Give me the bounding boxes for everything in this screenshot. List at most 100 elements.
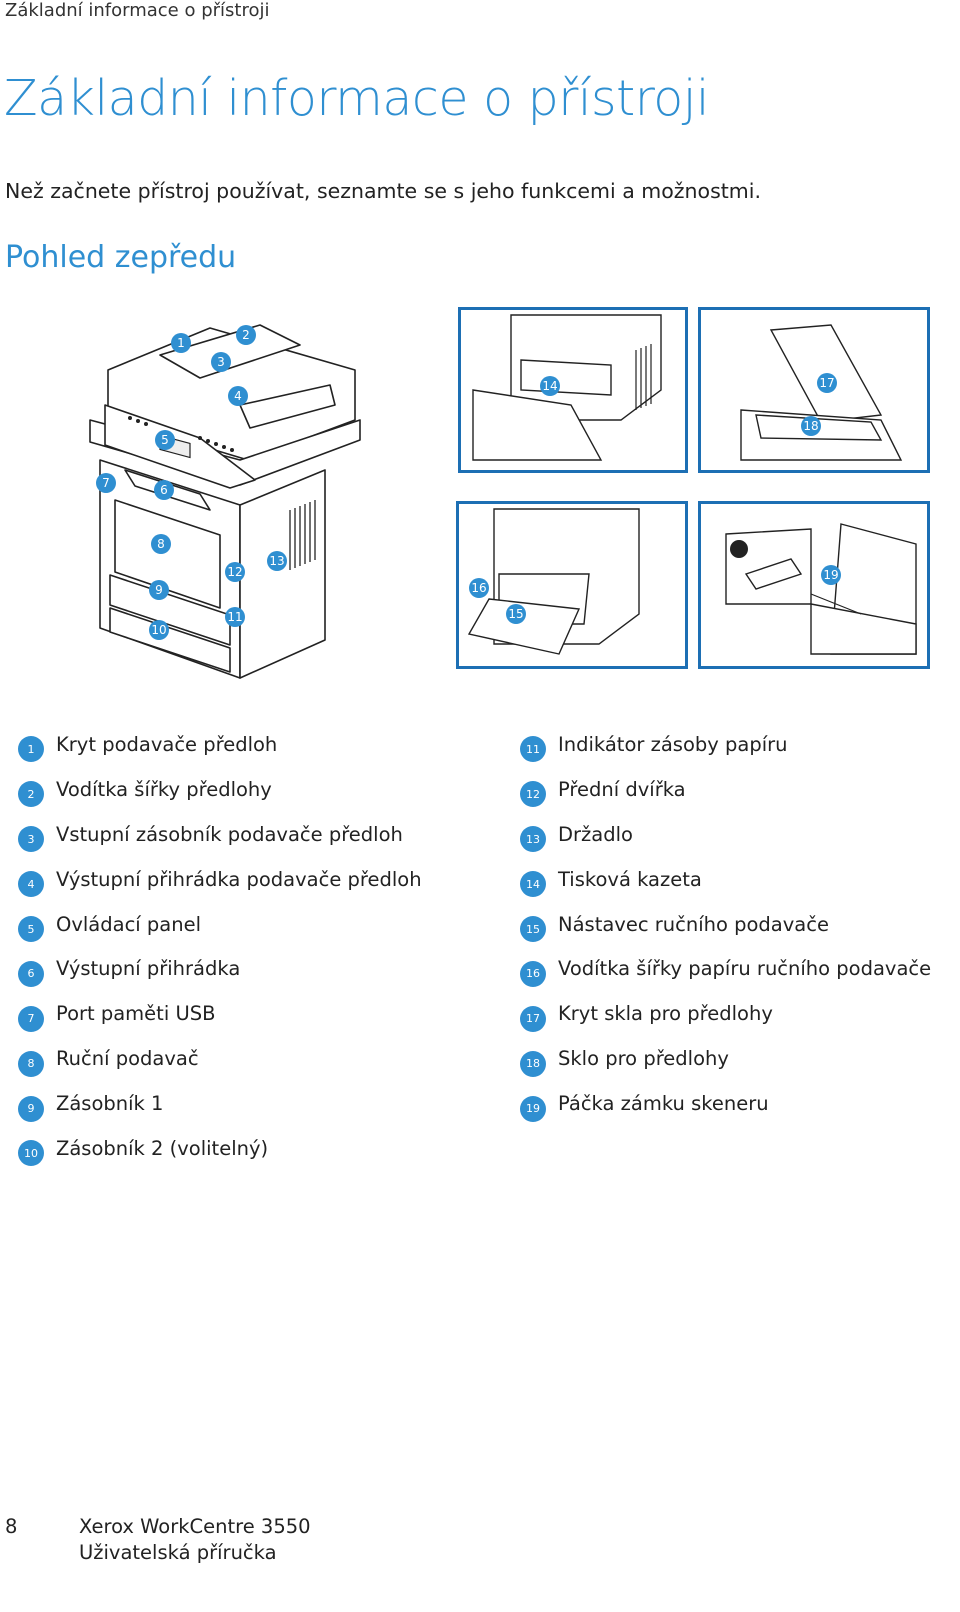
svg-text:12: 12 [227,565,242,579]
legend-label: Nástavec ručního podavače [558,912,829,936]
callout-1: 1 [171,333,191,353]
legend-label: Ovládací panel [56,912,202,936]
number-badge: 16 [520,960,546,987]
number-badge: 4 [18,871,44,898]
list-item: 18 Sklo pro předlohy [520,1036,931,1081]
scanner-lock-detail-panel: 19 [698,501,930,669]
legend-label: Vstupní zásobník podavače předloh [56,822,403,846]
svg-text:18: 18 [803,419,818,433]
number-badge: 9 [18,1095,44,1122]
svg-text:9: 9 [155,583,163,597]
list-item: 3 Vstupní zásobník podavače předloh [18,812,422,857]
svg-text:4: 4 [234,389,242,403]
legend-label: Výstupní přihrádka podavače předloh [56,867,422,891]
svg-text:14: 14 [542,379,557,393]
legend-label: Držadlo [558,822,633,846]
callout-10: 10 [149,620,169,640]
legend-label: Přední dvířka [558,777,686,801]
number-badge: 14 [520,871,546,898]
cartridge-detail-panel: 14 [458,307,688,473]
number-badge: 2 [18,781,44,808]
guide-name: Uživatelská příručka [79,1541,277,1564]
list-item: 1 Kryt podavače předloh [18,722,422,767]
page-number: 8 [5,1515,18,1538]
list-item: 13 Držadlo [520,812,931,857]
legend-label: Vodítka šířky předlohy [56,777,272,801]
list-item: 14 Tisková kazeta [520,857,931,902]
number-badge: 10 [18,1140,44,1167]
svg-text:8: 8 [157,537,165,551]
legend-label: Kryt skla pro předlohy [558,1002,773,1026]
main-callouts: 1 2 3 4 5 6 7 8 9 10 11 12 13 [96,325,287,640]
callout-4: 4 [228,386,248,406]
list-item: 15 Nástavec ručního podavače [520,902,931,947]
callout-8: 8 [151,534,171,554]
list-item: 17 Kryt skla pro předlohy [520,991,931,1036]
list-item: 4 Výstupní přihrádka podavače předloh [18,857,422,902]
section-title: Pohled zepředu [5,240,237,275]
product-name: Xerox WorkCentre 3550 [79,1515,311,1538]
svg-text:17: 17 [819,376,834,390]
callout-3: 3 [211,352,231,372]
legend-label: Páčka zámku skeneru [558,1092,769,1116]
number-badge: 12 [520,781,546,808]
callout-18: 18 [801,416,821,436]
callout-11: 11 [225,607,245,627]
svg-text:1: 1 [177,336,185,350]
legend-label: Vodítka šířky papíru ručního podavače [558,957,932,981]
callout-14: 14 [540,376,560,396]
list-item: 16 Vodítka šířky papíru ručního podavače [520,946,931,991]
legend-label: Tisková kazeta [558,867,702,891]
list-item: 10 Zásobník 2 (volitelný) [18,1126,422,1171]
number-badge: 11 [520,736,546,763]
svg-text:13: 13 [269,554,284,568]
number-badge: 5 [18,916,44,942]
list-item: 11 Indikátor zásoby papíru [520,722,931,767]
legend-label: Kryt podavače předloh [56,732,278,756]
legend-left: 1 Kryt podavače předloh 2 Vodítka šířky př… [18,722,422,1171]
number-badge: 3 [18,826,44,853]
list-item: 12 Přední dvířka [520,767,931,812]
number-badge: 15 [520,916,546,942]
svg-text:3: 3 [217,355,225,369]
list-item: 5 Ovládací panel [18,902,422,947]
legend-label: Zásobník 2 (volitelný) [56,1136,269,1160]
number-badge: 1 [18,736,44,763]
list-item: 7 Port paměti USB [18,991,422,1036]
bypass-tray-detail-panel: 16 15 [456,501,688,669]
callout-6: 6 [154,480,174,500]
legend-label: Ruční podavač [56,1047,199,1071]
svg-text:5: 5 [161,433,169,447]
svg-text:19: 19 [823,568,838,582]
callout-12: 12 [225,562,245,582]
callout-16: 16 [469,578,489,598]
number-badge: 7 [18,1005,44,1032]
callout-7: 7 [96,473,116,493]
number-badge: 6 [18,960,44,987]
callout-19: 19 [821,565,841,585]
legend-label: Indikátor zásoby papíru [558,732,788,756]
callout-9: 9 [149,580,169,600]
running-header: Základní informace o přístroji [5,0,270,21]
number-badge: 19 [520,1095,546,1122]
svg-text:10: 10 [151,623,166,637]
callout-2: 2 [236,325,256,345]
number-badge: 17 [520,1005,546,1032]
number-badge: 13 [520,826,546,853]
list-item: 19 Páčka zámku skeneru [520,1081,931,1126]
legend-right: 11 Indikátor zásoby papíru 12 Přední dvířk… [520,722,931,1126]
callout-17: 17 [817,373,837,393]
legend-label: Výstupní přihrádka [56,957,241,981]
callout-15: 15 [506,604,526,624]
svg-text:7: 7 [102,476,110,490]
svg-text:15: 15 [508,607,523,621]
number-badge: 18 [520,1050,546,1077]
svg-text:2: 2 [242,328,250,342]
svg-text:11: 11 [227,610,242,624]
svg-text:6: 6 [160,483,168,497]
legend-label: Sklo pro předlohy [558,1047,729,1071]
list-item: 6 Výstupní přihrádka [18,946,422,991]
legend-label: Port paměti USB [56,1002,216,1026]
